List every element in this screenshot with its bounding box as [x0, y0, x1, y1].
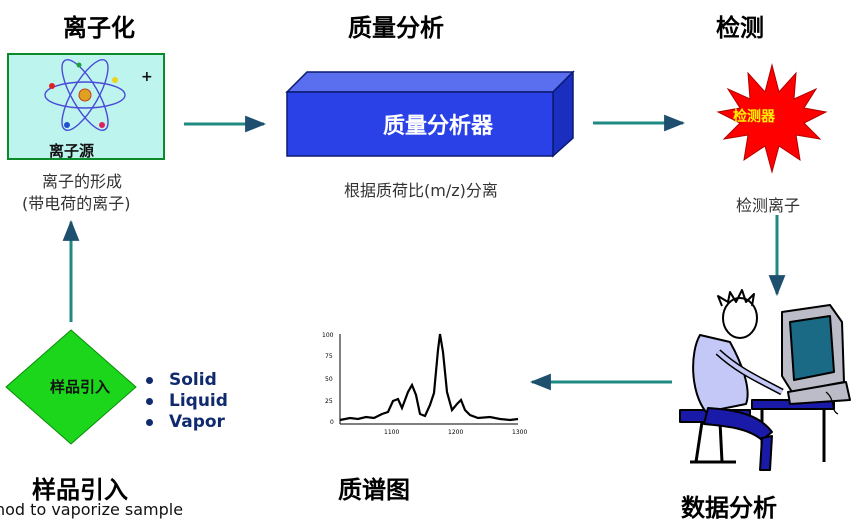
x-tick: 1100: [384, 429, 399, 436]
sample-states-list: Solid Liquid Vapor: [146, 370, 228, 433]
heading-ionization: 离子化: [63, 14, 135, 42]
person-at-computer-icon: [679, 289, 851, 471]
sample-diamond: [5, 329, 137, 445]
vaporize-method-text: hod to vaporize sample: [0, 500, 184, 519]
bullet-dot-icon: [146, 418, 153, 426]
y-tick: 0: [330, 419, 334, 426]
heading-detection: 检测: [716, 14, 764, 42]
x-tick: 1300: [512, 429, 527, 436]
list-item: Solid: [146, 370, 228, 391]
y-tick: 75: [325, 353, 333, 360]
mass-analyzer-label: 质量分析器: [382, 114, 493, 139]
list-item: Vapor: [146, 412, 228, 433]
y-tick: 100: [322, 332, 334, 339]
heading-mass-spectrum: 质谱图: [338, 476, 410, 504]
heading-data-analysis: 数据分析: [681, 494, 777, 522]
ion-caption-line1: 离子的形成: [42, 172, 123, 191]
ion-source-box: [7, 53, 165, 160]
y-tick: 50: [325, 376, 333, 383]
ion-source-label: 离子源: [49, 142, 95, 160]
bullet-dot-icon: [146, 397, 153, 405]
atom-icon: +: [44, 59, 153, 131]
heading-mass-analysis: 质量分析: [348, 14, 444, 42]
heading-sample-introduction: 样品引入: [32, 476, 128, 504]
bullet-dot-icon: [146, 376, 153, 384]
analyzer-caption: 根据质荷比(m/z)分离: [344, 181, 498, 200]
detector-label: 检测器: [733, 109, 775, 125]
detector-starburst: [716, 63, 828, 174]
list-item: Liquid: [146, 391, 228, 412]
mass-analyzer-box: [285, 70, 575, 158]
x-tick: 1200: [448, 429, 463, 436]
y-tick: 25: [325, 398, 333, 405]
sample-inlet-label: 样品引入: [50, 378, 111, 396]
plus-sign: +: [141, 69, 153, 85]
mass-spectrum-plot: 100 75 50 25 0 1100 1200 1300: [322, 332, 527, 436]
detector-caption: 检测离子: [736, 196, 801, 215]
ion-caption-line2: (带电荷的离子): [22, 194, 131, 213]
